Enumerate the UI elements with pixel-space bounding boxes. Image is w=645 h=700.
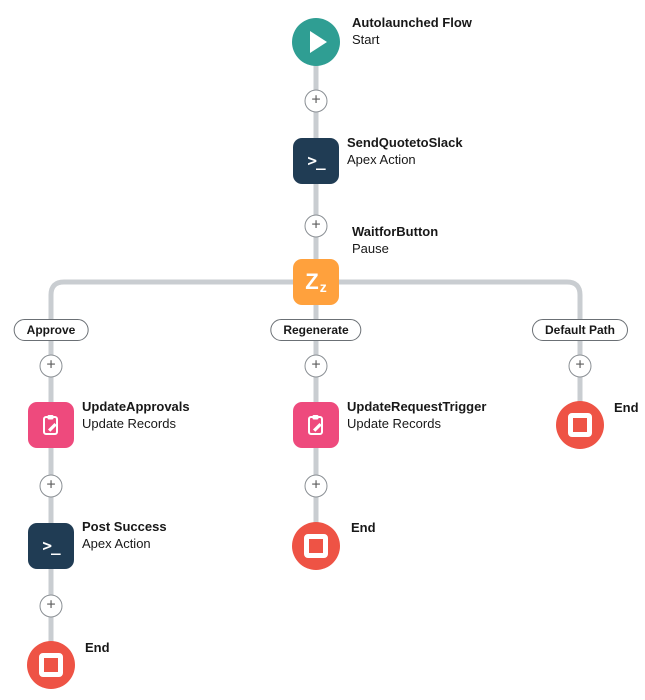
node-subtitle: Update Records (347, 416, 441, 431)
add-element-button[interactable]: + (304, 354, 328, 378)
node-title: Post Success (82, 519, 167, 534)
node-title: SendQuotetoSlack (347, 135, 463, 150)
record-update-icon (308, 415, 323, 435)
plus-icon: + (311, 91, 321, 109)
end-node-default-path[interactable] (556, 401, 604, 449)
apex-icon: >_ (307, 151, 325, 170)
end-node-regenerate[interactable] (292, 522, 340, 570)
node-subtitle: Apex Action (82, 536, 151, 551)
node-label-waitforbutton: WaitforButton Pause (352, 223, 438, 257)
update-records-node-updaterequesttrigger[interactable] (293, 402, 339, 448)
plus-icon: + (311, 476, 321, 494)
end-square-icon (568, 413, 592, 437)
node-label-end-regenerate: End (351, 519, 376, 536)
branch-label-default-path[interactable]: Default Path (531, 319, 629, 341)
plus-icon: + (311, 216, 321, 234)
node-label-sendquotetoslack: SendQuotetoSlack Apex Action (347, 134, 463, 168)
end-square-icon (304, 534, 328, 558)
pause-node-waitforbutton[interactable]: Zz (293, 259, 339, 305)
connector-line-approve (48, 279, 316, 665)
node-label-updaterequesttrigger: UpdateRequestTrigger Update Records (347, 398, 486, 432)
add-element-button[interactable]: + (304, 214, 328, 238)
start-node[interactable] (292, 18, 340, 66)
branch-label-regenerate[interactable]: Regenerate (270, 319, 362, 341)
update-records-node-updateapprovals[interactable] (28, 402, 74, 448)
node-title: UpdateRequestTrigger (347, 399, 487, 414)
node-title: Autolaunched Flow (352, 15, 472, 30)
end-square-icon (39, 653, 63, 677)
record-update-icon (43, 415, 58, 435)
add-element-button[interactable]: + (304, 89, 328, 113)
add-element-button[interactable]: + (568, 354, 592, 378)
node-title: End (614, 400, 639, 415)
add-element-button[interactable]: + (39, 594, 63, 618)
node-title: End (351, 520, 376, 535)
node-label-end-default-path: End (614, 399, 639, 416)
node-subtitle: Update Records (82, 416, 176, 431)
play-icon (310, 31, 327, 53)
pause-icon: Zz (305, 268, 327, 295)
apex-icon: >_ (42, 536, 60, 555)
plus-icon: + (575, 356, 585, 374)
end-node-approve[interactable] (27, 641, 75, 689)
node-label-start: Autolaunched Flow Start (352, 14, 472, 48)
node-subtitle: Start (352, 32, 380, 47)
plus-icon: + (311, 356, 321, 374)
node-title: WaitforButton (352, 224, 439, 239)
apex-action-node-sendquotetoslack[interactable]: >_ (293, 138, 339, 184)
add-element-button[interactable]: + (304, 474, 328, 498)
node-subtitle: Apex Action (347, 152, 416, 167)
connector-line-default-path (316, 279, 583, 425)
node-title: End (85, 640, 110, 655)
apex-action-node-post-success[interactable]: >_ (28, 523, 74, 569)
node-label-end-approve: End (85, 639, 110, 656)
node-label-post-success: Post Success Apex Action (82, 518, 167, 552)
add-element-button[interactable]: + (39, 354, 63, 378)
plus-icon: + (46, 356, 56, 374)
node-title: UpdateApprovals (82, 399, 190, 414)
node-label-updateapprovals: UpdateApprovals Update Records (82, 398, 190, 432)
branch-label-approve[interactable]: Approve (13, 319, 89, 341)
plus-icon: + (46, 596, 56, 614)
node-subtitle: Pause (352, 241, 389, 256)
plus-icon: + (46, 476, 56, 494)
add-element-button[interactable]: + (39, 474, 63, 498)
